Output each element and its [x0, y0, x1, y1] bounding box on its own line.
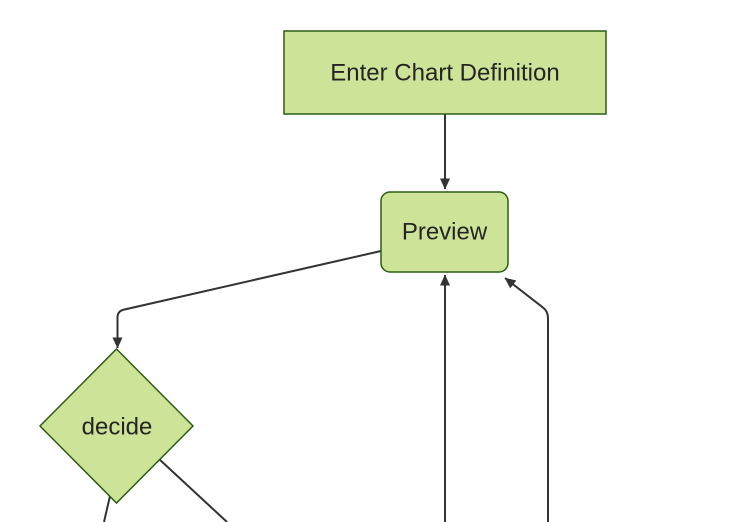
- rounded-rectangle-shape: [380, 191, 509, 273]
- diamond-shape: [38, 347, 195, 505]
- node-enter-chart-definition: Enter Chart Definition: [283, 30, 607, 115]
- node-label-preview: Preview: [402, 219, 488, 246]
- node-preview: Preview: [380, 191, 509, 273]
- edge-decide-out-right: [158, 458, 228, 522]
- edge-return-to-preview-right: [504, 277, 549, 522]
- node-label-enter-chart-definition: Enter Chart Definition: [330, 60, 559, 87]
- edge-decide-out-bottom: [103, 495, 111, 522]
- edge-preview-to-decide: [112, 250, 382, 349]
- node-decide: decide: [38, 347, 195, 505]
- rectangle-shape: [283, 30, 607, 115]
- node-label-decide: decide: [82, 414, 153, 441]
